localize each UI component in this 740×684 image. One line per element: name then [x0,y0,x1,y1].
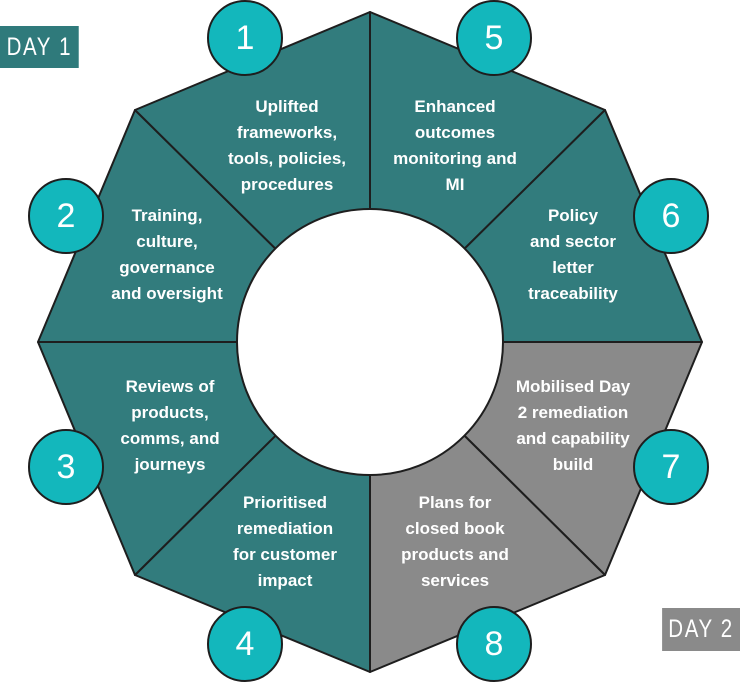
badge-5-circle [456,0,532,76]
badge-1-circle [207,0,283,76]
badge-8-number: 8 [484,624,504,663]
badge-5-number: 5 [484,18,504,57]
badge-2-number: 2 [56,196,76,235]
badge-3-number: 3 [56,447,76,486]
badge-3-circle [28,429,104,505]
segment-5-label: Enhanced outcomes monitoring and MI [393,97,517,194]
segment-4-label: Prioritised remediation for customer imp… [233,493,337,590]
center-hole [236,208,504,476]
segment-7-label: Mobilised Day 2 remediation and capabili… [515,377,631,474]
segment-8-label: Plans for closed book products and servi… [401,493,509,590]
segment-6-label: Policy and sector letter traceability [528,206,618,303]
segment-3-label: Reviews of products, comms, and journeys [120,377,220,474]
segment-1-label: Uplifted frameworks, tools, policies, pr… [227,97,347,194]
badge-8-circle [456,606,532,682]
day-2-tag: DAY 2 [662,608,740,651]
badge-4-circle [207,606,283,682]
day-1-tag: DAY 1 [0,26,79,68]
badge-7-circle [633,429,709,505]
badge-2-circle [28,178,104,254]
badge-6-number: 6 [661,196,681,235]
badge-4-number: 4 [235,624,255,663]
badge-1-number: 1 [235,18,255,57]
badges-layer [28,0,709,682]
segment-2-label: Training, culture, governance and oversi… [111,206,223,303]
badge-6-circle [633,178,709,254]
badge-7-number: 7 [661,447,681,486]
